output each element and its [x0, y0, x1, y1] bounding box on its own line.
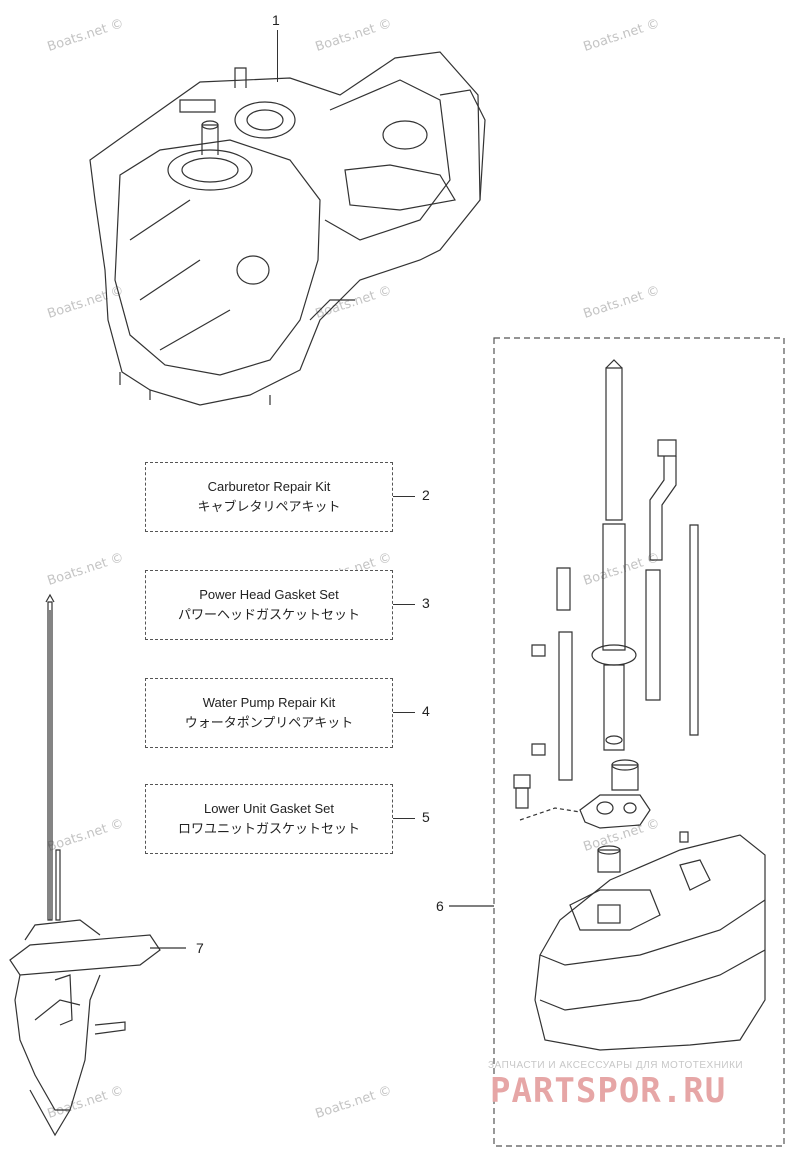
- callout-4: 4: [422, 703, 430, 719]
- callout-5-leader: [393, 818, 415, 819]
- lower-casing-drawing: [534, 834, 766, 1051]
- shift-rod-drawing: [645, 439, 699, 736]
- lower-unit-gasket-set-label: Lower Unit Gasket Set: [203, 801, 335, 816]
- lower-unit-gasket-set-label-jp: ロワユニットガスケットセット: [177, 821, 360, 836]
- small-parts-drawing: [513, 759, 689, 873]
- drive-shaft-drawing: [591, 359, 637, 751]
- power-head-gasket-set-label: Power Head Gasket Set: [199, 587, 339, 602]
- lower-unit-assembly-drawing: [9, 593, 161, 1137]
- water-pump-repair-kit-box: Water Pump Repair Kit ウォータポンプリペアキット: [145, 678, 393, 748]
- water-pump-repair-kit-label: Water Pump Repair Kit: [202, 695, 336, 710]
- callout-3: 3: [422, 595, 430, 611]
- lower-unit-group-box: [493, 337, 785, 1147]
- carburetor-repair-kit-label-jp: キャブレタリペアキット: [197, 499, 341, 514]
- power-head-gasket-set-box: Power Head Gasket Set パワーヘッドガスケットセット: [145, 570, 393, 640]
- callout-6: 6: [436, 898, 444, 914]
- carburetor-repair-kit-label: Carburetor Repair Kit: [207, 479, 331, 494]
- water-tube-drawing: [531, 567, 573, 781]
- brand-tagline: ЗАПЧАСТИ И АКСЕССУАРЫ ДЛЯ МОТОТЕХНИКИ: [488, 1060, 744, 1071]
- callout-2-leader: [393, 496, 415, 497]
- power-head-gasket-set-label-jp: パワーヘッドガスケットセット: [177, 607, 360, 622]
- callout-7: 7: [196, 940, 204, 956]
- callout-5: 5: [422, 809, 430, 825]
- carburetor-repair-kit-box: Carburetor Repair Kit キャブレタリペアキット: [145, 462, 393, 532]
- power-head-drawing: [89, 51, 486, 406]
- callout-3-leader: [393, 604, 415, 605]
- callout-2: 2: [422, 487, 430, 503]
- water-pump-repair-kit-label-jp: ウォータポンプリペアキット: [184, 715, 354, 730]
- callout-1-leader: [277, 30, 278, 82]
- lower-unit-gasket-set-box: Lower Unit Gasket Set ロワユニットガスケットセット: [145, 784, 393, 854]
- callout-1: 1: [272, 12, 280, 28]
- callout-4-leader: [393, 712, 415, 713]
- brand-logo: PARTSPOR.RU: [490, 1071, 727, 1111]
